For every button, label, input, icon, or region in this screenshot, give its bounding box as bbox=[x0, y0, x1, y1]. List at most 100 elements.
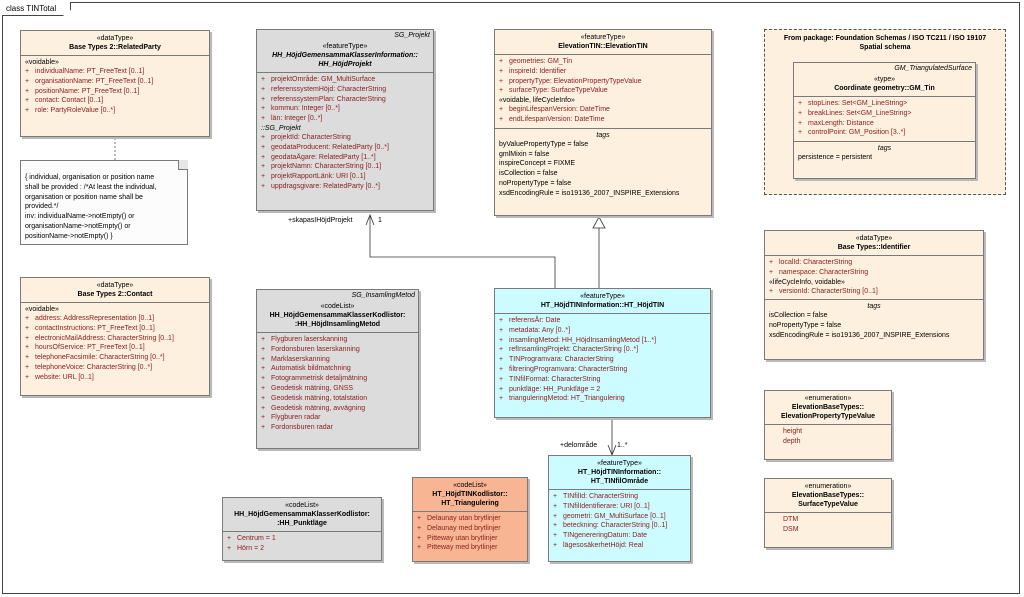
attribute-text: geodataProducent: RelatedParty [0..*] bbox=[271, 143, 389, 151]
stereotype-label: «codeList» bbox=[453, 482, 487, 489]
attribute-text: geodataÄgare: RelatedParty [1..*] bbox=[271, 153, 376, 161]
attribute-text: Geodetisk mätning, totalstation bbox=[271, 394, 368, 402]
attribute-row: +beteckning: CharacterString [0..1] bbox=[553, 521, 686, 531]
visibility-public-icon: + bbox=[798, 129, 803, 137]
attribute-row: +projektId: CharacterString bbox=[261, 133, 429, 143]
attribute-row: +geometri: GM_MultiSurface [0..1] bbox=[553, 512, 686, 522]
attribute-text: positionName: PT_FreeText [0..1] bbox=[35, 87, 140, 95]
class-header: «dataType» Base Types 2::Contact bbox=[21, 278, 209, 302]
attribute-row: +län: Integer [0..*] bbox=[261, 114, 429, 124]
tinfil-omrade-class[interactable]: «featureType» HT_HöjdTINInformation:: HT… bbox=[548, 455, 691, 562]
visibility-public-icon: + bbox=[25, 324, 30, 332]
attribute-text: inspireId: Identifier bbox=[509, 67, 567, 75]
class-header: «featureType» ElevationTIN::ElevationTIN bbox=[495, 30, 711, 54]
value-section: height depth bbox=[765, 424, 891, 450]
attribute-text: lägesosäkerhetHöjd: Real bbox=[563, 541, 644, 549]
attribute-text: individualName: PT_FreeText [0..1] bbox=[35, 68, 145, 75]
attribute-text: stopLines: Set<GM_LineString> bbox=[808, 100, 908, 107]
attribute-text: refInsamlingProjekt: CharacterString [0.… bbox=[509, 346, 639, 354]
attribute-text: address: AddressRepresentation [0..1] bbox=[35, 315, 155, 322]
elevation-tin-class[interactable]: «featureType» ElevationTIN::ElevationTIN… bbox=[494, 29, 712, 216]
tag-row: persistence = persistent bbox=[798, 154, 873, 162]
attribute-text: Flygburen laserskanning bbox=[271, 336, 348, 343]
class-name: ElevationTIN::ElevationTIN bbox=[558, 43, 648, 50]
enum-literal: DTM bbox=[783, 516, 799, 523]
attribute-text: role: PartyRoleValue [0..*] bbox=[35, 107, 116, 115]
attribute-text: Marklaserskanning bbox=[271, 355, 330, 363]
related-party-class[interactable]: «dataType» Base Types 2::RelatedParty «v… bbox=[20, 30, 210, 137]
enum-literal: height bbox=[783, 428, 803, 435]
constraint-note[interactable]: { individual, organisation or position n… bbox=[20, 160, 188, 245]
hojd-projekt-class[interactable]: SG_Projekt «featureType» HH_HöjdGemensam… bbox=[256, 29, 434, 211]
enum-literal: depth bbox=[783, 437, 801, 445]
attribute-text: endLifespanVersion: DateTime bbox=[509, 115, 605, 123]
attribute-row: +TINProgramvara: CharacterString bbox=[499, 355, 706, 365]
package-title-line1: From package: Foundation Schemas / ISO T… bbox=[783, 35, 987, 42]
attribute-row: + positionName: PT_FreeText [0..1] bbox=[25, 87, 205, 97]
delomrade-role-label: +delområde bbox=[560, 442, 598, 449]
note-line: { individual, organisation or position n… bbox=[25, 174, 155, 181]
diagram-tab[interactable]: class TINTotal bbox=[2, 2, 72, 16]
contact-class[interactable]: «dataType» Base Types 2::Contact «voidab… bbox=[20, 277, 210, 396]
attribute-text: electronicMailAddress: CharacterString [… bbox=[35, 334, 174, 342]
visibility-public-icon: + bbox=[499, 346, 504, 354]
visibility-public-icon: + bbox=[769, 268, 774, 276]
section-stereotype: «voidable, lifeCycleInfo» bbox=[499, 97, 575, 105]
attribute-text: Pitteway med brytlinjer bbox=[427, 544, 498, 552]
surface-type-enum[interactable]: «enumeration» ElevationBaseTypes:: Surfa… bbox=[764, 478, 892, 548]
attribute-row: +Geodetisk mätning, totalstation bbox=[261, 394, 414, 404]
stereotype-label: «featureType» bbox=[597, 460, 642, 467]
tag-row: inspireConcept = FIXME bbox=[499, 160, 576, 168]
projekt-association-line bbox=[369, 215, 556, 288]
visibility-public-icon: + bbox=[553, 512, 558, 520]
value-section: +Delaunay utan brytlinjer+Delaunay med b… bbox=[413, 511, 527, 556]
attribute-row: +referenssystemPlan: CharacterString bbox=[261, 95, 429, 105]
hojd-tin-class[interactable]: «featureType» HT_HöjdTINInformation::HT_… bbox=[494, 288, 711, 418]
attribute-row: +metadata: Any [0..*] bbox=[499, 326, 706, 336]
visibility-public-icon: + bbox=[798, 100, 803, 107]
hojd-punktlage-class[interactable]: «codeList» HH_HöjdGemensammaKlasserKodli… bbox=[222, 497, 382, 561]
section-stereotype: «lifeCycleInfo, voidable» bbox=[769, 278, 845, 286]
attribute-text: contact: Contact [0..1] bbox=[35, 97, 104, 105]
attribute-row: +localId: CharacterString bbox=[769, 258, 979, 268]
package-title-line2: Spatial schema bbox=[859, 44, 911, 51]
stereotype-label: «codeList» bbox=[320, 303, 355, 310]
attribute-text: namespace: CharacterString bbox=[779, 268, 869, 276]
class-name-line1: HT_HöjdTINKodlistor:: bbox=[432, 491, 508, 498]
generalization-arrowhead bbox=[592, 216, 606, 229]
gm-tin-class[interactable]: GM_TriangulatedSurface «type» Coordinate… bbox=[793, 62, 976, 179]
tag-row: xsdEncodingRule = iso19136_2007_INSPIRE_… bbox=[499, 189, 680, 197]
attribute-text: hoursOfService: PT_FreeText [0..1] bbox=[35, 344, 145, 352]
visibility-public-icon: + bbox=[25, 97, 30, 105]
class-name-line1: HH_HöjdGemensammaKlasserKodlistor: bbox=[234, 511, 370, 518]
hojd-insamling-metod-class[interactable]: SG_InsamlingMetod «codeList» HH_HöjdGeme… bbox=[256, 289, 419, 449]
note-line: organisationName->notEmpty() or bbox=[25, 222, 131, 230]
class-header: «featureType» HT_HöjdTINInformation:: HT… bbox=[549, 456, 690, 489]
attribute-row: +referenssystemHöjd: CharacterString bbox=[261, 85, 429, 95]
attribute-row: +individualName: PT_FreeText [0..1] bbox=[25, 67, 205, 77]
stereotype-label: «enumeration» bbox=[804, 483, 852, 490]
triangulering-class[interactable]: «codeList» HT_HöjdTINKodlistor:: HT_Tria… bbox=[412, 477, 528, 562]
visibility-public-icon: + bbox=[25, 87, 30, 95]
identifier-class[interactable]: «dataType» Base Types::Identifier +local… bbox=[764, 230, 984, 360]
attribute-text: trianguleringMetod: HT_Triangulering bbox=[509, 395, 625, 403]
visibility-public-icon: + bbox=[499, 375, 504, 383]
attribute-text: localId: CharacterString bbox=[779, 259, 853, 266]
enum-literal: DSM bbox=[783, 525, 799, 533]
attribute-row: +versionId: CharacterString [0..1] bbox=[769, 287, 979, 297]
class-header: «codeList» HH_HöjdGemensammaKlasserKodli… bbox=[257, 300, 418, 332]
class-name-line2: ElevationPropertyTypeValue bbox=[780, 413, 875, 420]
visibility-public-icon: + bbox=[499, 317, 504, 324]
attribute-row: +TINfilId: CharacterString bbox=[553, 492, 686, 502]
attribute-section: +projektOmråde: GM_MultiSurface+referens… bbox=[257, 72, 433, 195]
elevation-property-type-enum[interactable]: «enumeration» ElevationBaseTypes:: Eleva… bbox=[764, 390, 892, 460]
attribute-row: +projektOmråde: GM_MultiSurface bbox=[261, 75, 429, 85]
visibility-public-icon: + bbox=[553, 502, 558, 510]
attribute-row: +maxLength: Distance bbox=[798, 119, 971, 129]
attribute-text: Delaunay utan brytlinjer bbox=[427, 515, 501, 522]
attribute-row: +organisationName: PT_FreeText [0..1] bbox=[25, 77, 205, 87]
attribute-text: TINfilId: CharacterString bbox=[563, 493, 639, 500]
attribute-text: insamlingMetod: HH_HöjdInsamlingMetod [1… bbox=[509, 336, 657, 344]
